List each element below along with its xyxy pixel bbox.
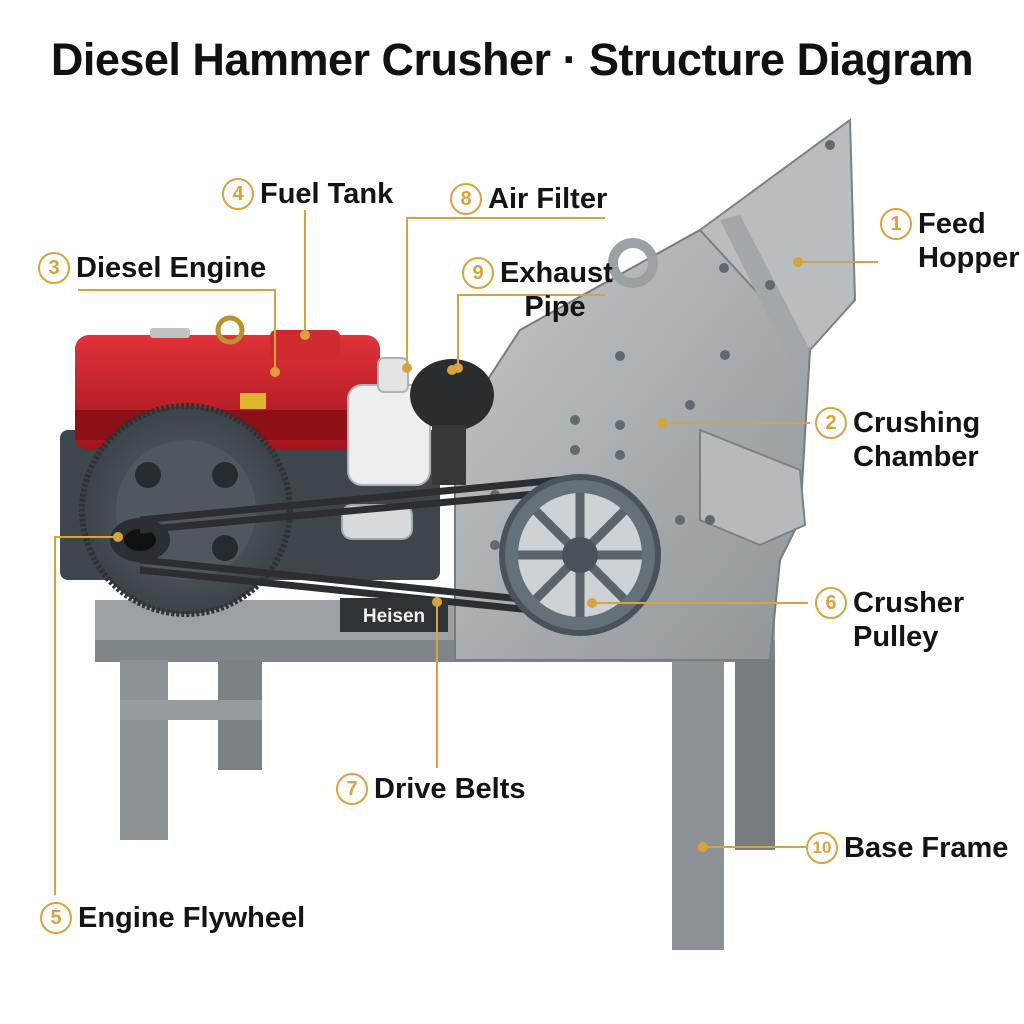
bolts-shape xyxy=(490,140,835,550)
feed-hopper-shape xyxy=(698,118,857,360)
page-title: Diesel Hammer Crusher · Structure Diagra… xyxy=(50,34,974,85)
label-air-filter: 8 Air Filter xyxy=(450,182,607,216)
label-base-frame: 10 Base Frame xyxy=(806,831,1008,865)
label-exhaust-pipe: 9 Exhaust Pipe xyxy=(462,256,613,324)
callout-number: 6 xyxy=(815,587,847,619)
leader-lines xyxy=(54,210,878,895)
label-diesel-engine: 3 Diesel Engine xyxy=(38,251,266,285)
lifting-lug-shape xyxy=(608,238,658,288)
label-drive-belts: 7 Drive Belts xyxy=(336,772,526,806)
leader-dots xyxy=(113,257,803,852)
crusher-pulley-shape xyxy=(499,474,661,636)
label-text: Crusher Pulley xyxy=(853,587,965,653)
engine-flywheel-shape xyxy=(79,403,293,617)
label-text: Crushing Chamber xyxy=(853,407,981,473)
label-text: Drive Belts xyxy=(374,773,526,805)
label-text: Diesel Engine xyxy=(76,252,267,284)
label-engine-flywheel: 5 Engine Flywheel xyxy=(40,901,305,935)
label-fuel-tank: 4 Fuel Tank xyxy=(222,177,393,211)
callout-number: 10 xyxy=(806,832,838,864)
brand-plate: Heisen xyxy=(340,598,448,632)
label-crusher-pulley: 6 Crusher Pulley xyxy=(815,586,973,654)
callout-number: 4 xyxy=(222,178,254,210)
label-text: Feed Hopper xyxy=(918,208,1020,274)
callout-number: 8 xyxy=(450,183,482,215)
drive-belts-shape xyxy=(139,474,581,619)
callout-number: 7 xyxy=(336,773,368,805)
label-text: Fuel Tank xyxy=(260,178,394,210)
callout-number: 2 xyxy=(815,407,847,439)
callout-number: 9 xyxy=(462,257,494,289)
callout-number: 3 xyxy=(38,252,70,284)
exhaust-pipe-shape xyxy=(410,359,494,485)
callout-number: 5 xyxy=(40,902,72,934)
label-text: Exhaust Pipe xyxy=(500,257,613,323)
label-crushing-chamber: 2 Crushing Chamber xyxy=(815,406,993,474)
label-feed-hopper: 1 Feed Hopper xyxy=(880,207,1020,275)
label-text: Engine Flywheel xyxy=(78,902,306,934)
callout-number: 1 xyxy=(880,208,912,240)
label-text: Base Frame xyxy=(844,832,1009,864)
label-text: Air Filter xyxy=(488,183,608,215)
brand-plate-text: Heisen xyxy=(363,606,425,627)
